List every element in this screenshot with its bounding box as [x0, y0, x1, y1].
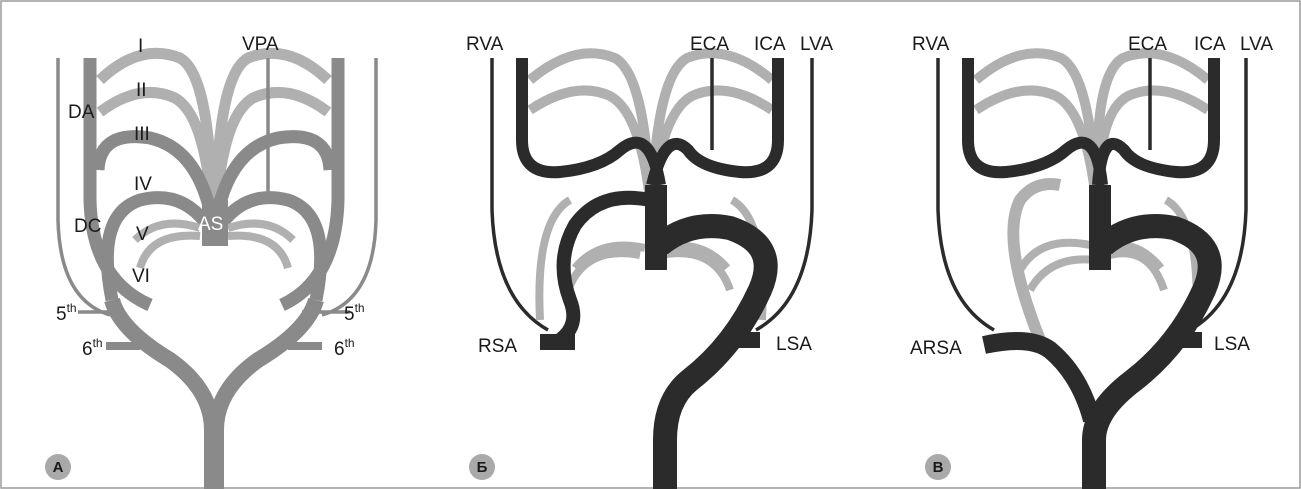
panel-a-label-vpa: VPA: [242, 34, 279, 55]
svg-text:B: B: [933, 459, 944, 476]
panel-a-label-I: I: [138, 36, 143, 57]
panel-a-label-V: V: [136, 224, 149, 245]
svg-text:Б: Б: [477, 459, 488, 476]
panel-b-label-rva: RVA: [466, 34, 504, 55]
panel-c-label-aa: AA: [1136, 196, 1162, 217]
panel-c-label-lva: LVA: [1240, 34, 1273, 55]
panel-b-label-rsa: RSA: [478, 336, 517, 357]
panel-b-label-ica: ICA: [754, 34, 786, 55]
panel-c-badge: B: [925, 454, 951, 480]
panel-b-label-lva: LVA: [800, 34, 833, 55]
panel-a-label-III: III: [134, 124, 150, 145]
panel-c-label-lsa: LSA: [1214, 334, 1250, 355]
panel-a-label-IV: IV: [134, 174, 152, 195]
svg-text:A: A: [53, 459, 64, 476]
panel-a-badge: A: [45, 454, 71, 480]
panel-b-label-lsa: LSA: [776, 334, 812, 355]
panel-b-label-eca: ECA: [690, 34, 729, 55]
panel-c-label-eca: ECA: [1128, 34, 1167, 55]
panel-b-badge: Б: [469, 454, 495, 480]
panel-a-label-VI: VI: [132, 266, 150, 287]
panel-c-label-arsa: ARSA: [910, 338, 962, 359]
panel-a-label-dc: DC: [74, 216, 101, 237]
panel-b-label-aa: AA: [692, 196, 718, 217]
panel-c-label-rva: RVA: [912, 34, 950, 55]
panel-a-label-da: DA: [68, 102, 95, 123]
panel-c-label-ica: ICA: [1194, 34, 1226, 55]
panel-a-label-as: AS: [198, 214, 223, 235]
panel-a-label-II: II: [136, 80, 147, 101]
